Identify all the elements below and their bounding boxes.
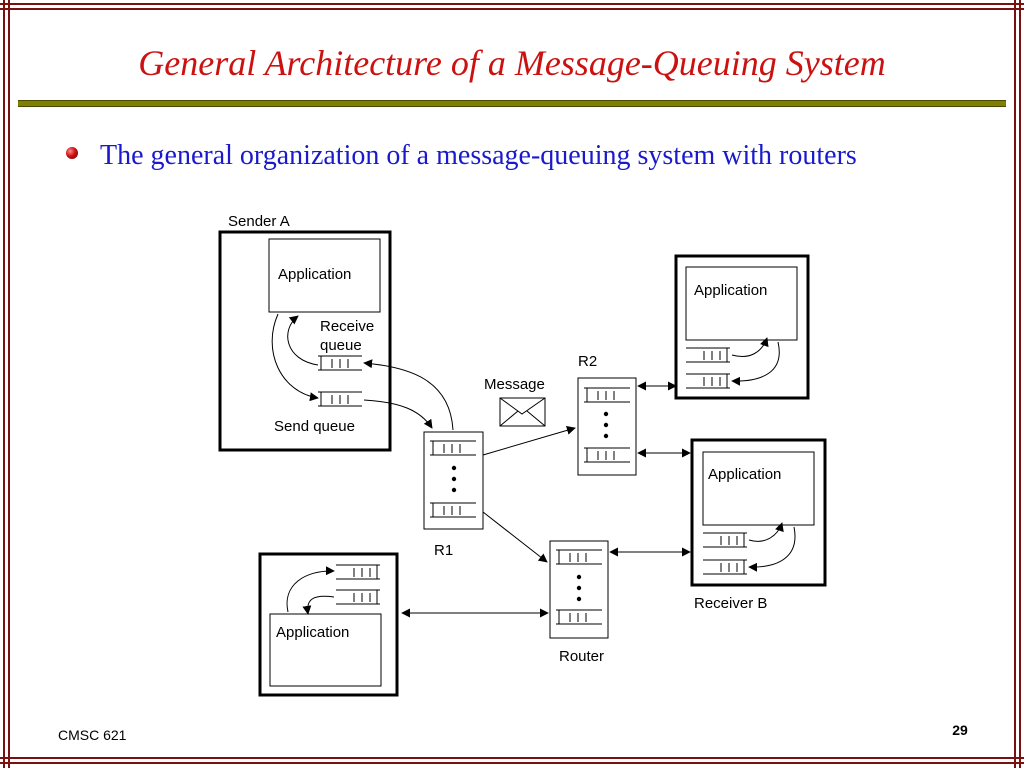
top-border-inner: [0, 8, 1024, 10]
r2-dot: [603, 422, 609, 428]
r1-queue-top: [430, 440, 476, 456]
title-divider: [18, 100, 1006, 107]
page-number: 29: [952, 722, 968, 738]
router-dot: [576, 596, 582, 602]
top-right-app-to-queue-arrow: [731, 341, 780, 386]
sender-send-queue: [318, 391, 362, 407]
bottom-border-inner: [0, 762, 1024, 764]
r2-queue-bottom: [584, 447, 630, 463]
sender-a-box: [218, 230, 392, 452]
r1-label: R1: [434, 542, 453, 559]
receiver-app-to-queue-arrow: [748, 526, 796, 572]
bottom-left-host-box: [258, 552, 399, 697]
r1-to-router-arrow: [482, 511, 548, 563]
receiver-queue-2: [703, 559, 747, 575]
router-queue-top: [556, 549, 602, 565]
bottom-left-app-to-queue-arrow: [286, 566, 335, 613]
receiver-app-label: Application: [708, 466, 781, 483]
top-right-host-box: [674, 254, 810, 400]
router-dot: [576, 574, 582, 580]
top-right-queue-2: [686, 373, 730, 389]
receiver-queue-to-app-arrow: [748, 522, 784, 542]
r1-to-receive-arrow: [363, 359, 454, 431]
router-dot: [576, 585, 582, 591]
footer-course: CMSC 621: [58, 727, 127, 743]
r2-dot: [603, 433, 609, 439]
sender-a-label: Sender A: [228, 213, 290, 230]
r2-dot: [603, 411, 609, 417]
bottom-left-app-box: [269, 613, 382, 687]
r2-box: [577, 377, 637, 476]
r2-label: R2: [578, 353, 597, 370]
r1-box: [423, 431, 484, 530]
right-border-inner: [1019, 0, 1021, 768]
send-to-r1-arrow: [363, 399, 433, 429]
sender-receive-queue: [318, 355, 362, 371]
bottom-left-queue-to-app-arrow: [302, 595, 335, 615]
bullet-icon: [66, 147, 78, 159]
send-queue-label: Send queue: [274, 418, 355, 435]
right-border: [1014, 0, 1016, 768]
r1-dot: [451, 487, 457, 493]
r1-dot: [451, 476, 457, 482]
bottom-left-queue-1: [336, 564, 380, 580]
receiver-b-label: Receiver B: [694, 595, 767, 612]
r2-queue-top: [584, 387, 630, 403]
app-to-send-arrow: [271, 313, 319, 402]
bottom-left-queue-2: [336, 589, 380, 605]
receive-queue-label-line2: queue: [320, 337, 362, 354]
top-border: [0, 3, 1024, 5]
r1-to-r2-arrow: [482, 425, 576, 456]
top-right-app-box: [685, 266, 798, 341]
slide-title: General Architecture of a Message-Queuin…: [138, 43, 886, 83]
router-label: Router: [559, 648, 604, 665]
bottom-border: [0, 757, 1024, 759]
top-right-app-label: Application: [694, 282, 767, 299]
receiver-queue-1: [703, 532, 747, 548]
router-queue-bottom: [556, 609, 602, 625]
bullet-text: The general organization of a message-qu…: [100, 140, 857, 171]
receive-queue-label-line1: Receive: [320, 318, 374, 335]
router-box: [549, 540, 609, 639]
bottom-left-app-label: Application: [276, 624, 349, 641]
receive-to-app-arrow: [287, 315, 319, 366]
message-label: Message: [484, 376, 545, 393]
receiver-b-box: [690, 438, 827, 587]
r1-dot: [451, 465, 457, 471]
sender-app-box: [268, 238, 381, 313]
top-right-queue-1: [686, 347, 730, 363]
left-border-inner: [8, 0, 10, 768]
envelope-icon: [499, 397, 546, 427]
left-border: [3, 0, 5, 768]
top-right-queue-to-app-arrow: [731, 337, 769, 357]
r1-queue-bottom: [430, 502, 476, 518]
sender-app-label: Application: [278, 266, 351, 283]
receiver-app-box: [702, 451, 815, 526]
receive-queue-label: Receive queue: [320, 318, 378, 354]
